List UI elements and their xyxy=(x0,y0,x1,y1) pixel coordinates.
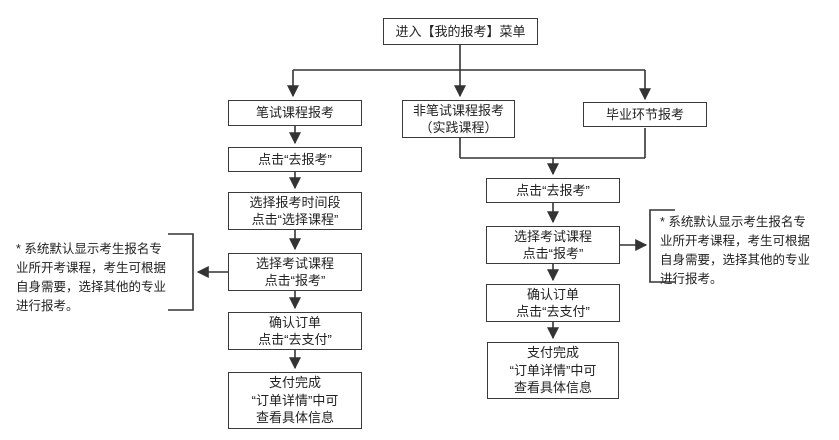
box-text-line: 点击“去报考” xyxy=(516,182,590,198)
note-text-line: 自身需要，选择其他的专业 xyxy=(660,253,811,267)
box-text-line: 查看具体信息 xyxy=(513,380,592,396)
practical-step-go-register-box: 点击“去报考” xyxy=(486,178,620,203)
branch-graduation-box: 毕业环节报考 xyxy=(583,102,707,127)
practical-step-confirm-order-box: 确认订单 点击“去支付” xyxy=(486,284,620,322)
connector-merge xyxy=(459,128,646,176)
box-text-line: 确认订单 xyxy=(526,286,579,302)
box-text-line: 查看具体信息 xyxy=(255,410,334,426)
box-text-line: 点击“去报考” xyxy=(258,151,332,167)
branch-non-written-box: 非笔试课程报考 （实践课程） xyxy=(402,100,515,138)
written-step-confirm-order-box: 确认订单 点击“去支付” xyxy=(228,312,362,350)
connector-start-split xyxy=(287,45,651,101)
connector-right-note xyxy=(620,209,675,283)
written-step-go-register-box: 点击“去报考” xyxy=(228,147,362,172)
connector-left-note xyxy=(168,233,228,311)
note-text-line: 进行报考。 xyxy=(660,272,723,286)
left-side-note: * 系统默认显示考生报名专 业所开考课程，考生可根据 自身需要，选择其他的专业 … xyxy=(16,240,176,316)
box-text-line: 点击“报考” xyxy=(522,246,584,261)
branch-graduation-label: 毕业环节报考 xyxy=(605,106,684,122)
note-text-line: 业所开考课程，考生可根据 xyxy=(660,234,811,248)
written-step-select-period-box: 选择报考时间段 点击“选择课程” xyxy=(228,192,362,230)
right-side-note: * 系统默认显示考生报名专 业所开考课程，考生可根据 自身需要，选择其他的专业 … xyxy=(660,213,828,289)
note-text-line: 进行报考。 xyxy=(16,299,79,313)
box-text-line: 点击“去支付” xyxy=(258,332,332,347)
start-box-label: 进入【我的报考】菜单 xyxy=(395,23,526,39)
written-step-select-course-box: 选择考试课程 点击“报考” xyxy=(228,253,362,291)
box-text-line: 选择报考时间段 xyxy=(249,194,341,210)
practical-step-payment-done-box: 支付完成 “订单详情”中可 查看具体信息 xyxy=(487,342,619,399)
box-text-line: 点击“去支付” xyxy=(516,304,590,319)
box-text-line: 选择考试课程 xyxy=(255,255,334,271)
box-text-line: “订单详情”中可 xyxy=(509,362,597,378)
branch-non-written-label-line1: 非笔试课程报考 xyxy=(412,102,504,118)
box-text-line: 确认订单 xyxy=(268,314,321,330)
box-text-line: 选择考试课程 xyxy=(513,228,592,244)
branch-non-written-label-line2: （实践课程） xyxy=(419,120,498,135)
branch-written-box: 笔试课程报考 xyxy=(228,100,362,126)
practical-step-select-course-box: 选择考试课程 点击“报考” xyxy=(486,226,620,264)
note-text-line: 自身需要，选择其他的专业 xyxy=(16,280,167,294)
written-step-payment-done-box: 支付完成 “订单详情”中可 查看具体信息 xyxy=(228,372,362,429)
box-text-line: 点击“选择课程” xyxy=(251,212,339,227)
box-text-line: “订单详情”中可 xyxy=(251,392,339,408)
branch-written-label: 笔试课程报考 xyxy=(255,105,334,121)
box-text-line: 支付完成 xyxy=(526,345,579,361)
note-text-line: * 系统默认显示考生报名专 xyxy=(660,215,806,229)
note-text-line: 业所开考课程，考生可根据 xyxy=(16,261,167,275)
box-text-line: 支付完成 xyxy=(268,375,321,391)
note-text-line: * 系统默认显示考生报名专 xyxy=(16,242,162,256)
box-text-line: 点击“报考” xyxy=(264,273,326,288)
start-box: 进入【我的报考】菜单 xyxy=(383,18,538,45)
